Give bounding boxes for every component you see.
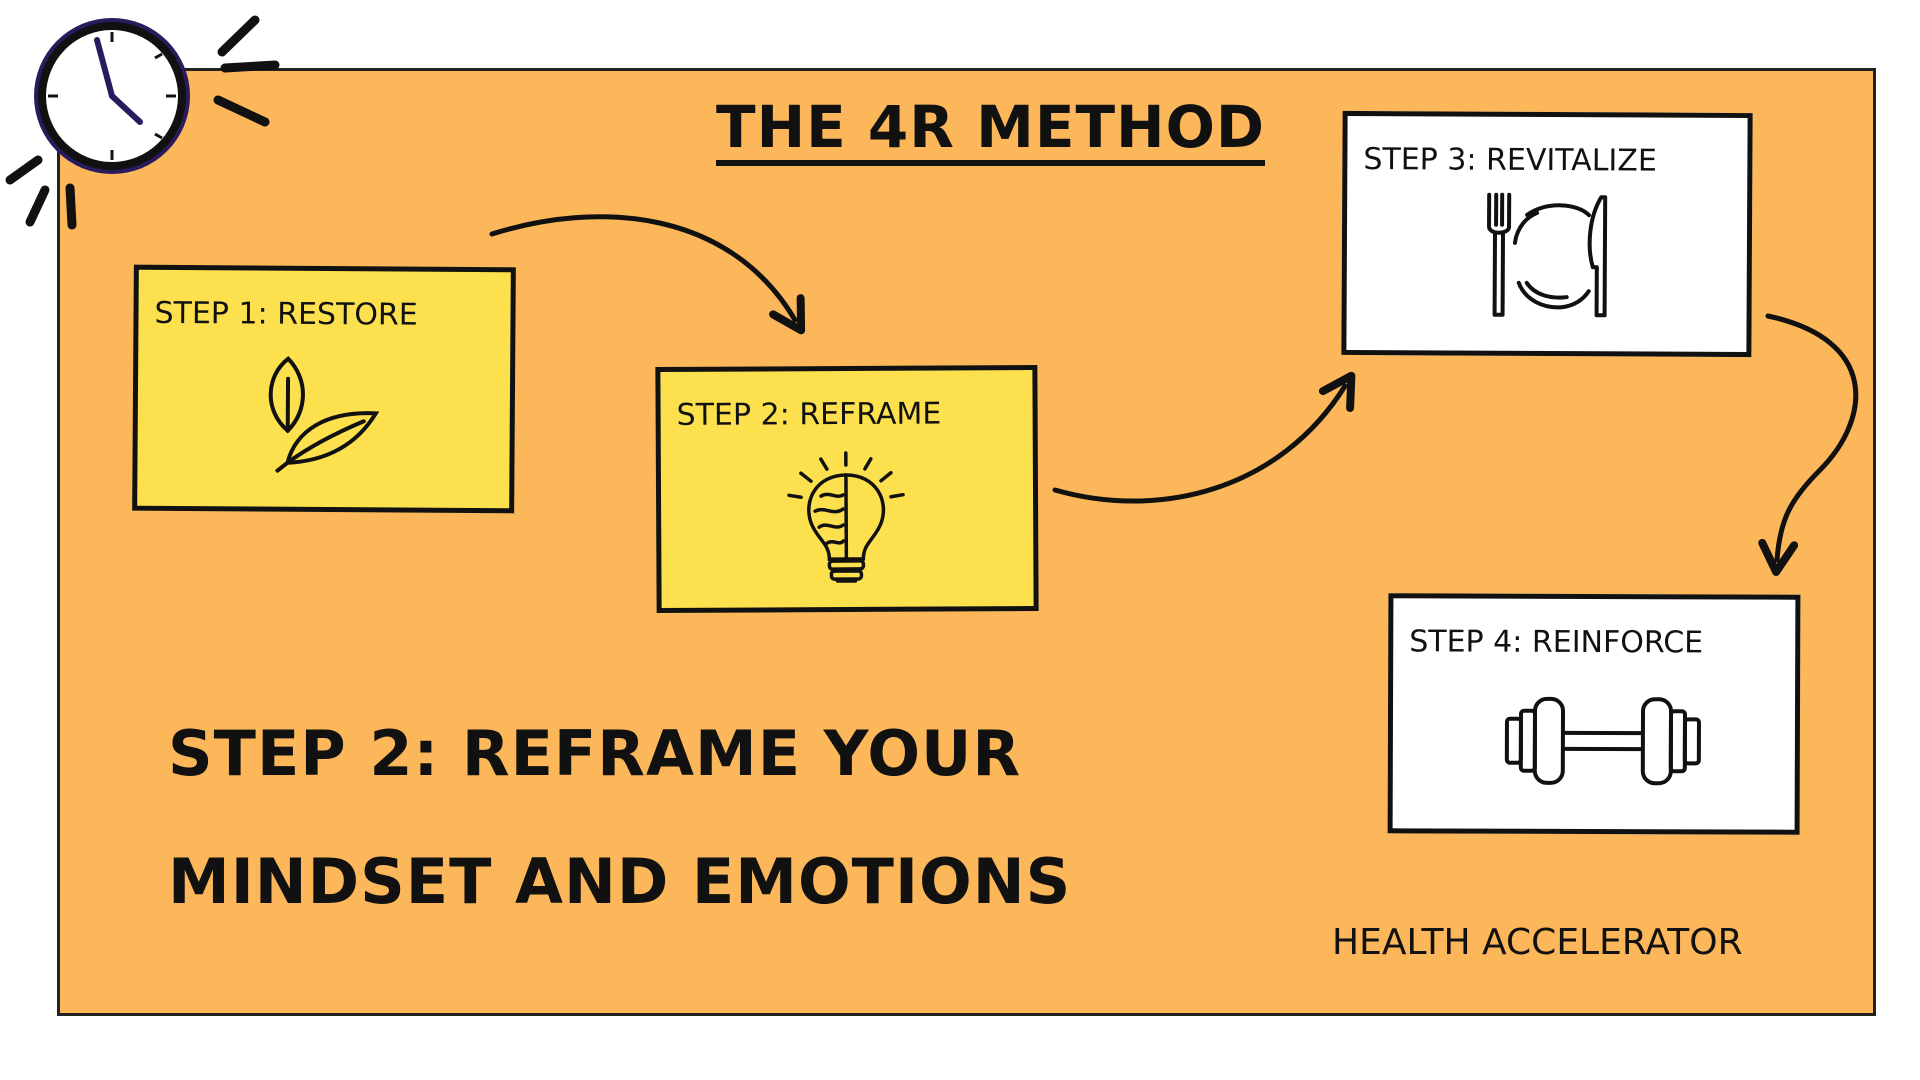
step-card-revitalize: STEP 3: REVITALIZE [1341, 110, 1753, 358]
dumbbell-icon [1504, 696, 1701, 786]
fork-plate-knife-icon [1487, 192, 1608, 318]
heading-line-1: STEP 2: REFRAME YOUR [168, 717, 1022, 790]
step-card-reinforce: STEP 4: REINFORCE [1387, 593, 1801, 835]
current-step-heading: STEP 2: REFRAME YOUR MINDSET AND EMOTION… [168, 690, 1072, 946]
brain-bulb-icon [787, 451, 905, 583]
clock-icon [5, 15, 280, 230]
heading-line-2: MINDSET AND EMOTIONS [168, 845, 1072, 918]
step-card-reframe: STEP 2: REFRAME [655, 365, 1039, 613]
leaves-icon [268, 356, 380, 473]
arrow-step3-to-step4 [1758, 313, 1859, 576]
arrow-step1-to-step2 [489, 214, 806, 335]
brand-footer: HEALTH ACCELERATOR [1332, 922, 1743, 963]
arrow-step2-to-step3 [1052, 371, 1356, 504]
page-title: THE 4R METHOD [716, 98, 1266, 166]
step-card-restore: STEP 1: RESTORE [132, 264, 516, 514]
